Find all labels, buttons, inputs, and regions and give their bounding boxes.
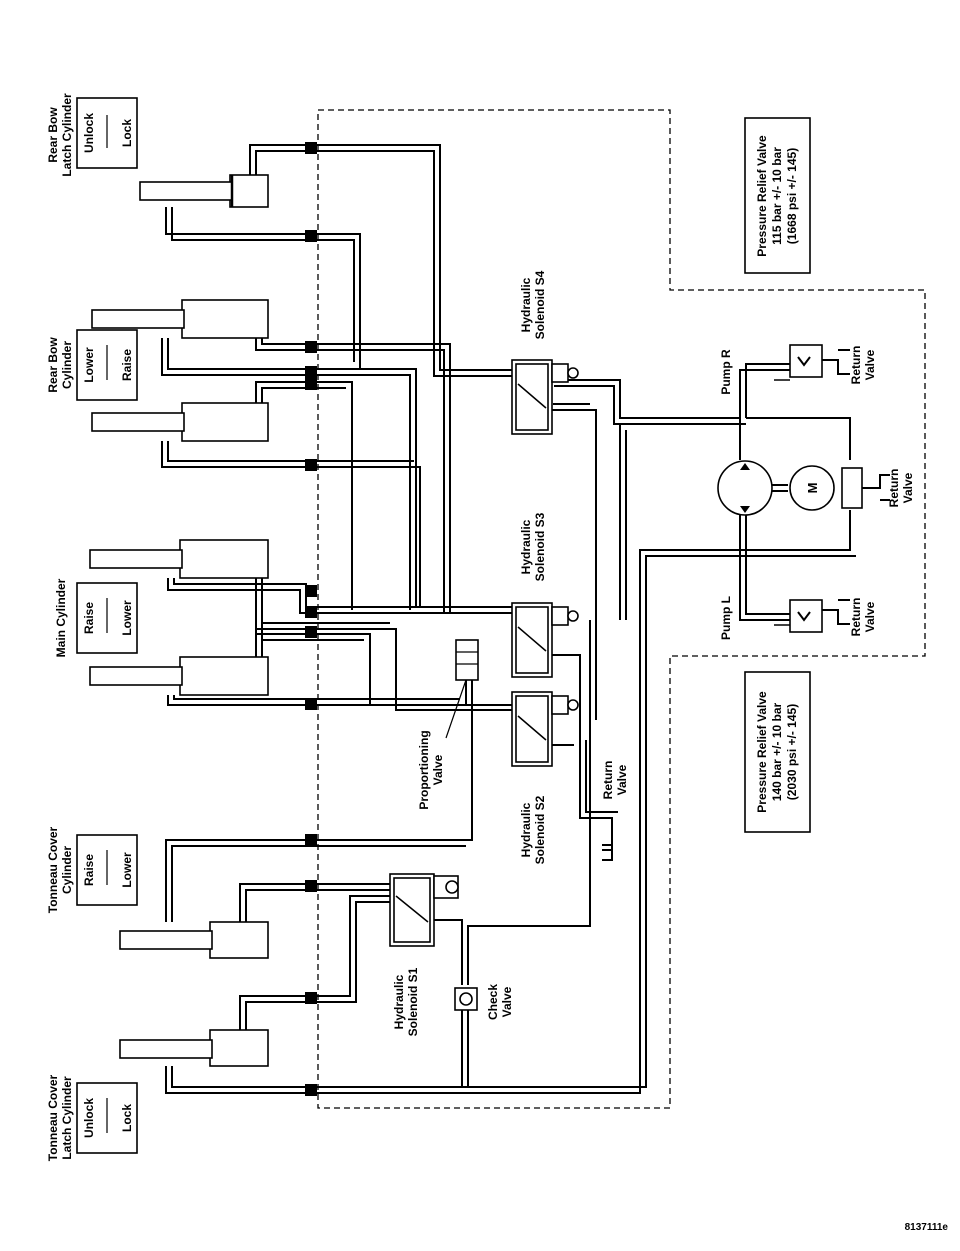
rear-bow-dir-a: Lower xyxy=(82,347,96,383)
tonneau-latch-title2: Latch Cylinder xyxy=(60,1076,74,1160)
return-m-line1: Return xyxy=(887,469,901,508)
rear-bow-cylinder-lower xyxy=(91,402,269,442)
solenoid-s2-line2: Solenoid S2 xyxy=(533,795,547,864)
relief-box-upper xyxy=(744,117,811,274)
tonneau-dir-b: Lower xyxy=(120,852,134,888)
solenoid-s4-line2: Solenoid S4 xyxy=(533,270,547,339)
tonneau-title1: Tonneau Cover xyxy=(46,826,60,913)
tonneau-latch-dir-b: Lock xyxy=(120,1104,134,1132)
solenoid-s1 xyxy=(389,873,459,947)
solenoid-s2 xyxy=(511,691,579,767)
solenoid-s4 xyxy=(511,359,579,435)
main-cylinder-lower xyxy=(89,656,269,696)
return-l-line1: Return xyxy=(849,598,863,637)
figure-id: 8137111e xyxy=(905,1222,949,1233)
main-dir-b: Lower xyxy=(120,600,134,636)
tonneau-dir-a: Raise xyxy=(82,854,96,886)
direction-box-tonneau xyxy=(76,834,138,906)
relief-upper-line1: Pressure Relief Valve xyxy=(755,135,769,257)
rear-bow-cylinder-upper xyxy=(91,299,269,339)
solenoid-s1-line1: Hydraulic xyxy=(392,974,406,1029)
pump xyxy=(717,460,788,516)
tonneau-cover-cylinder xyxy=(119,921,269,959)
rear-bow-latch-dir-a: Unlock xyxy=(82,113,96,153)
main-cylinder-upper xyxy=(89,539,269,579)
main-dir-a: Raise xyxy=(82,602,96,634)
solenoid-s1-line2: Solenoid S1 xyxy=(406,967,420,1036)
motor xyxy=(789,465,835,511)
port-blocks xyxy=(305,142,317,1096)
rear-bow-latch-dir-b: Lock xyxy=(120,119,134,147)
check-line1: Check xyxy=(486,984,500,1020)
return-valve-lower xyxy=(602,844,613,861)
proportioning-valve xyxy=(445,639,479,739)
relief-lower-line1: Pressure Relief Valve xyxy=(755,691,769,813)
proportioning-line2: Valve xyxy=(431,754,445,785)
relief-lower-line3: (2030 psi +/- 145) xyxy=(785,704,799,800)
return-mid-line2: Valve xyxy=(615,764,629,795)
hydraulic-lines xyxy=(161,144,856,1094)
tonneau-latch-cylinder xyxy=(119,1029,269,1067)
return-l-line2: Valve xyxy=(863,601,877,632)
check-valve xyxy=(454,987,478,1011)
tonneau-latch-dir-a: Unlock xyxy=(82,1098,96,1138)
relief-valve-pump-r xyxy=(774,344,850,381)
check-line2: Valve xyxy=(500,986,514,1017)
direction-box-rear-bow xyxy=(76,329,138,401)
solenoid-s3-line1: Hydraulic xyxy=(519,519,533,574)
tonneau-title2: Cylinder xyxy=(60,846,74,894)
rear-bow-latch-title1: Rear Bow xyxy=(46,107,60,163)
relief-upper-line3: (1668 psi +/- 145) xyxy=(785,148,799,244)
pump-l-label: Pump L xyxy=(719,596,733,640)
relief-lower-line2: 140 bar +/- 10 bar xyxy=(770,702,784,801)
return-m-line2: Valve xyxy=(901,472,915,503)
return-r-line1: Return xyxy=(849,346,863,385)
tonneau-latch-title1: Tonneau Cover xyxy=(46,1074,60,1161)
motor-label: M xyxy=(805,483,820,494)
rear-bow-title1: Rear Bow xyxy=(46,337,60,393)
direction-box-main xyxy=(76,582,138,654)
return-mid-line1: Return xyxy=(601,761,615,800)
rear-bow-latch-cylinder xyxy=(139,174,269,208)
direction-box-tonneau-latch xyxy=(76,1082,138,1154)
main-title: Main Cylinder xyxy=(54,578,68,657)
relief-upper-line2: 115 bar +/- 10 bar xyxy=(770,147,784,245)
relief-valve-pump-l xyxy=(774,599,850,633)
direction-box-rear-bow-latch xyxy=(76,97,138,169)
solenoid-s3 xyxy=(511,602,579,678)
rear-bow-title2: Cylinder xyxy=(60,341,74,389)
pump-r-label: Pump R xyxy=(719,349,733,395)
proportioning-line1: Proportioning xyxy=(417,730,431,809)
rear-bow-dir-b: Raise xyxy=(120,349,134,381)
rear-bow-latch-title2: Latch Cylinder xyxy=(60,93,74,177)
relief-box-lower xyxy=(744,671,811,833)
solenoid-s4-line1: Hydraulic xyxy=(519,277,533,332)
solenoid-s2-line1: Hydraulic xyxy=(519,802,533,857)
return-r-line2: Valve xyxy=(863,349,877,380)
pump-unit-boundary xyxy=(317,109,926,1109)
return-valve-middle xyxy=(841,467,890,509)
solenoid-s3-line2: Solenoid S3 xyxy=(533,512,547,581)
